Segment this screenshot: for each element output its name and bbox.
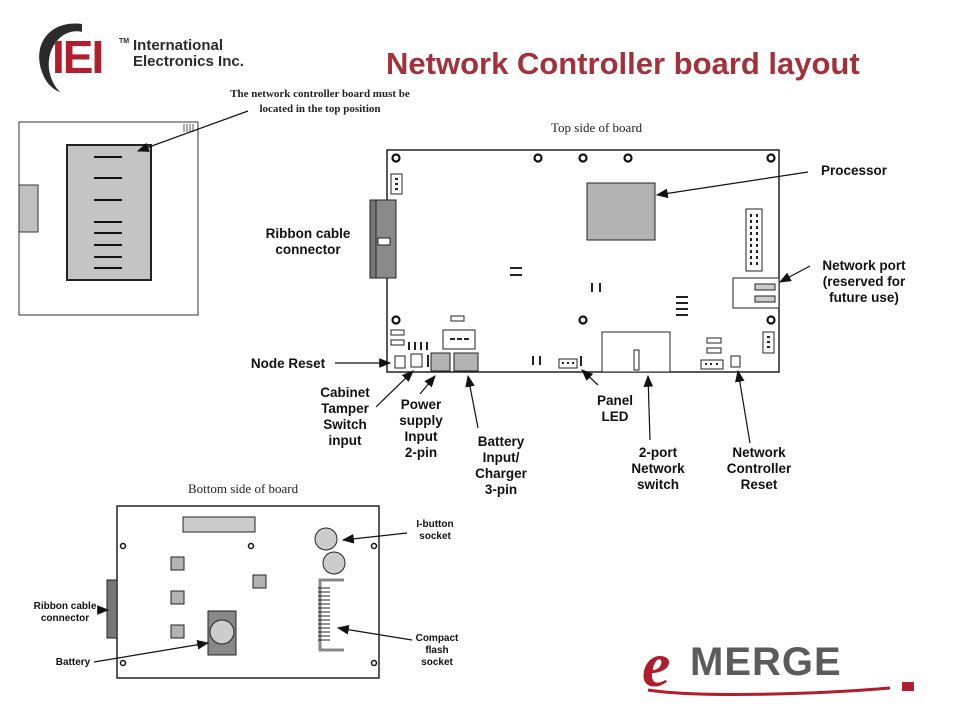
emerge-logo-swoosh-icon: [647, 682, 914, 696]
bottom-side-caption: Bottom side of board: [188, 481, 299, 496]
iei-logo-swoosh-icon: [39, 23, 82, 92]
page-title: Network Controller board layout: [386, 46, 860, 81]
label-power-supply: Power supply Input 2-pin: [399, 397, 443, 460]
label-node-reset: Node Reset: [250, 356, 326, 371]
bottom-board: [106, 505, 380, 679]
label-network-switch: 2-port Network switch: [631, 445, 685, 492]
label-compact-flash: Compact flash socket: [415, 633, 459, 668]
top-board: [369, 149, 780, 373]
card-cage-thumbnail: [18, 121, 199, 316]
label-cabinet-tamper: Cabinet Tamper Switch input: [320, 385, 370, 448]
emerge-logo: e MERGE: [640, 629, 920, 702]
label-controller-reset: Network Controller Reset: [726, 445, 792, 492]
label-panel-led: Panel LED: [596, 393, 634, 424]
top-side-caption: Top side of board: [551, 120, 643, 135]
iei-logo: IEI TM International Electronics Inc.: [30, 14, 260, 94]
label-processor: Processor: [820, 163, 888, 178]
label-ribbon-top: Ribbon cable connector: [265, 226, 351, 257]
emerge-logo-e: e: [642, 629, 671, 700]
placement-note: The network controller board must be loc…: [230, 88, 410, 115]
emerge-logo-text: MERGE: [690, 640, 842, 684]
iei-logo-tm: TM: [119, 38, 130, 45]
iei-logo-mark: IEI: [52, 31, 104, 83]
label-battery: Battery: [55, 657, 91, 668]
label-ribbon-bottom: Ribbon cable connector: [33, 601, 97, 624]
label-network-port: Network port (reserved for future use): [822, 258, 906, 305]
label-battery-input: Battery Input/ Charger 3-pin: [475, 434, 527, 497]
iei-logo-company: International Electronics Inc.: [133, 37, 244, 70]
label-ibutton: I-button socket: [416, 519, 454, 542]
